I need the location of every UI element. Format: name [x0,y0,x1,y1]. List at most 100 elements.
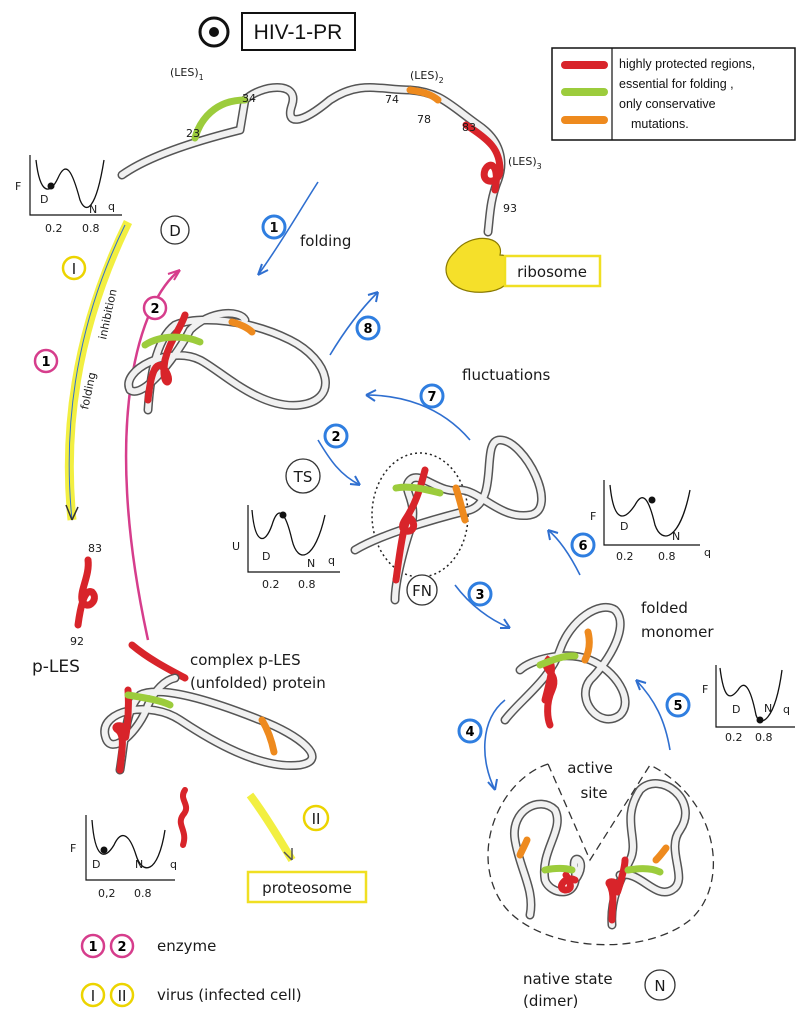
ribosome-box [503,254,602,288]
plot-fn-tick-02: 0.2 [616,550,634,563]
step-4: 4 [457,699,506,791]
step-pink-2: 2 [150,302,159,317]
step-yellow-I: I [72,260,76,278]
step-blue-3: 3 [475,588,484,603]
plot-ts-axis-U: U [232,540,240,553]
step-1-folding: 1 folding [257,181,351,276]
proteosome-label: proteosome [262,879,352,897]
legend-line-1: highly protected regions, [619,57,755,71]
energy-plot-fn: F D N q 0.2 0.8 [590,480,711,563]
plot-ts-tick-02: 0.2 [262,578,280,591]
p-les-peptide: 83 92 p-LES [32,542,102,677]
les2-label: (LES)2 [410,69,444,85]
unfolded-chain: ribosome (LES)1 (LES)2 (LES)3 23 34 74 7… [117,66,602,293]
energy-plot-ts: U D N q 0.2 0.8 [232,505,340,591]
plot-d-tick-02: 0.2 [45,222,63,235]
step-blue-5: 5 [673,699,682,714]
plot-n-tick-02: 0.2 [725,731,743,744]
partially-folded-chain [124,308,330,415]
step-5: 5 [635,679,691,751]
residue-23: 23 [186,127,200,140]
step-blue-4: 4 [465,725,474,740]
residue-83: 83 [462,121,476,134]
complex-label-2: (unfolded) protein [190,674,326,692]
plot-b-q: q [170,858,177,871]
plot-ts-N: N [307,557,315,570]
legend-line-2: essential for folding , [619,77,734,91]
fluctuations-label: fluctuations [462,366,551,384]
energy-plot-bottom: F D N q 0,2 0.8 [70,787,190,900]
ribosome-blob [445,237,515,293]
folding-label: folding [300,232,351,250]
step-yellow-II: II [312,810,321,828]
plot-b-D: D [92,858,100,871]
plot-b-N: N [135,858,143,871]
plot-n-tick-08: 0.8 [755,731,773,744]
residue-93: 93 [503,202,517,215]
key-enzyme-label: enzyme [157,937,216,955]
les1-label: (LES)1 [170,66,204,82]
state-d-label: D [169,222,181,240]
plot-fn-axis-F: F [590,510,596,523]
state-ts-label: TS [293,468,313,486]
key-yellow-I: I [91,987,95,1005]
plot-d-N: N [89,203,97,216]
native-state-label: native state [523,970,613,988]
active-label: active [567,759,613,777]
plot-ts-q: q [328,554,335,567]
plot-d-axis-F: F [15,180,21,193]
plot-fn-tick-08: 0.8 [658,550,676,563]
step-3: 3 [454,581,511,629]
target-icon-center [209,27,219,37]
plot-ts-D: D [262,550,270,563]
residue-74: 74 [385,93,399,106]
title-group: HIV-1-PR [198,12,356,51]
plot-ts-tick-08: 0.8 [298,578,316,591]
plot-b-tick-08: 0.8 [134,887,152,900]
plot-d-tick-08: 0.8 [82,222,100,235]
inhibition-arrows: I 1 2 folding inhibition [33,220,181,641]
step-6: 6 [547,529,596,576]
residue-34: 34 [242,92,256,105]
ribosome-label: ribosome [517,263,587,281]
plot-n-axis-F: F [702,683,708,696]
step-2: 2 TS [285,423,361,494]
key-yellow-II: II [118,987,127,1005]
energy-plot-n: F D N q 0.2 0.8 [702,665,795,744]
legend-line-4: mutations. [631,117,689,131]
native-dimer: active site native state (dimer) N [487,759,715,1010]
plot-fn-N: N [672,530,680,543]
folded-monomer: folded monomer [500,599,714,729]
residue-78: 78 [417,113,431,126]
state-d-circle [160,215,190,245]
energy-plot-d: F D N q 0.2 0.8 [15,155,122,235]
step-blue-6: 6 [578,539,587,554]
proteosome-box [246,870,368,904]
p-les-label: p-LES [32,657,80,677]
step-8: 8 [329,291,381,356]
plot-b-tick-02: 0,2 [98,887,116,900]
step-II: II proteosome [246,792,368,904]
step-blue-7: 7 [427,390,436,405]
folded-label: folded [641,599,688,617]
bottom-key: 1 2 enzyme I II virus (infected cell) [80,933,302,1008]
plot-d-q: q [108,200,115,213]
step-blue-2: 2 [331,430,340,445]
state-fn-label: FN [412,582,432,600]
legend: highly protected regions, essential for … [551,47,796,141]
complex-label-1: complex p-LES [190,651,301,669]
plot-fn-D: D [620,520,628,533]
step-blue-8: 8 [363,322,372,337]
key-pink-1: 1 [88,940,97,955]
step-7: fluctuations 7 [365,366,551,441]
p-les-92: 92 [70,635,84,648]
target-icon [198,16,230,48]
site-label: site [580,784,607,802]
legend-line-3: only conservative [619,97,716,111]
plot-fn-q: q [704,546,711,559]
p-les-83: 83 [88,542,102,555]
monomer-label: monomer [641,623,714,641]
page-title: HIV-1-PR [254,21,343,44]
